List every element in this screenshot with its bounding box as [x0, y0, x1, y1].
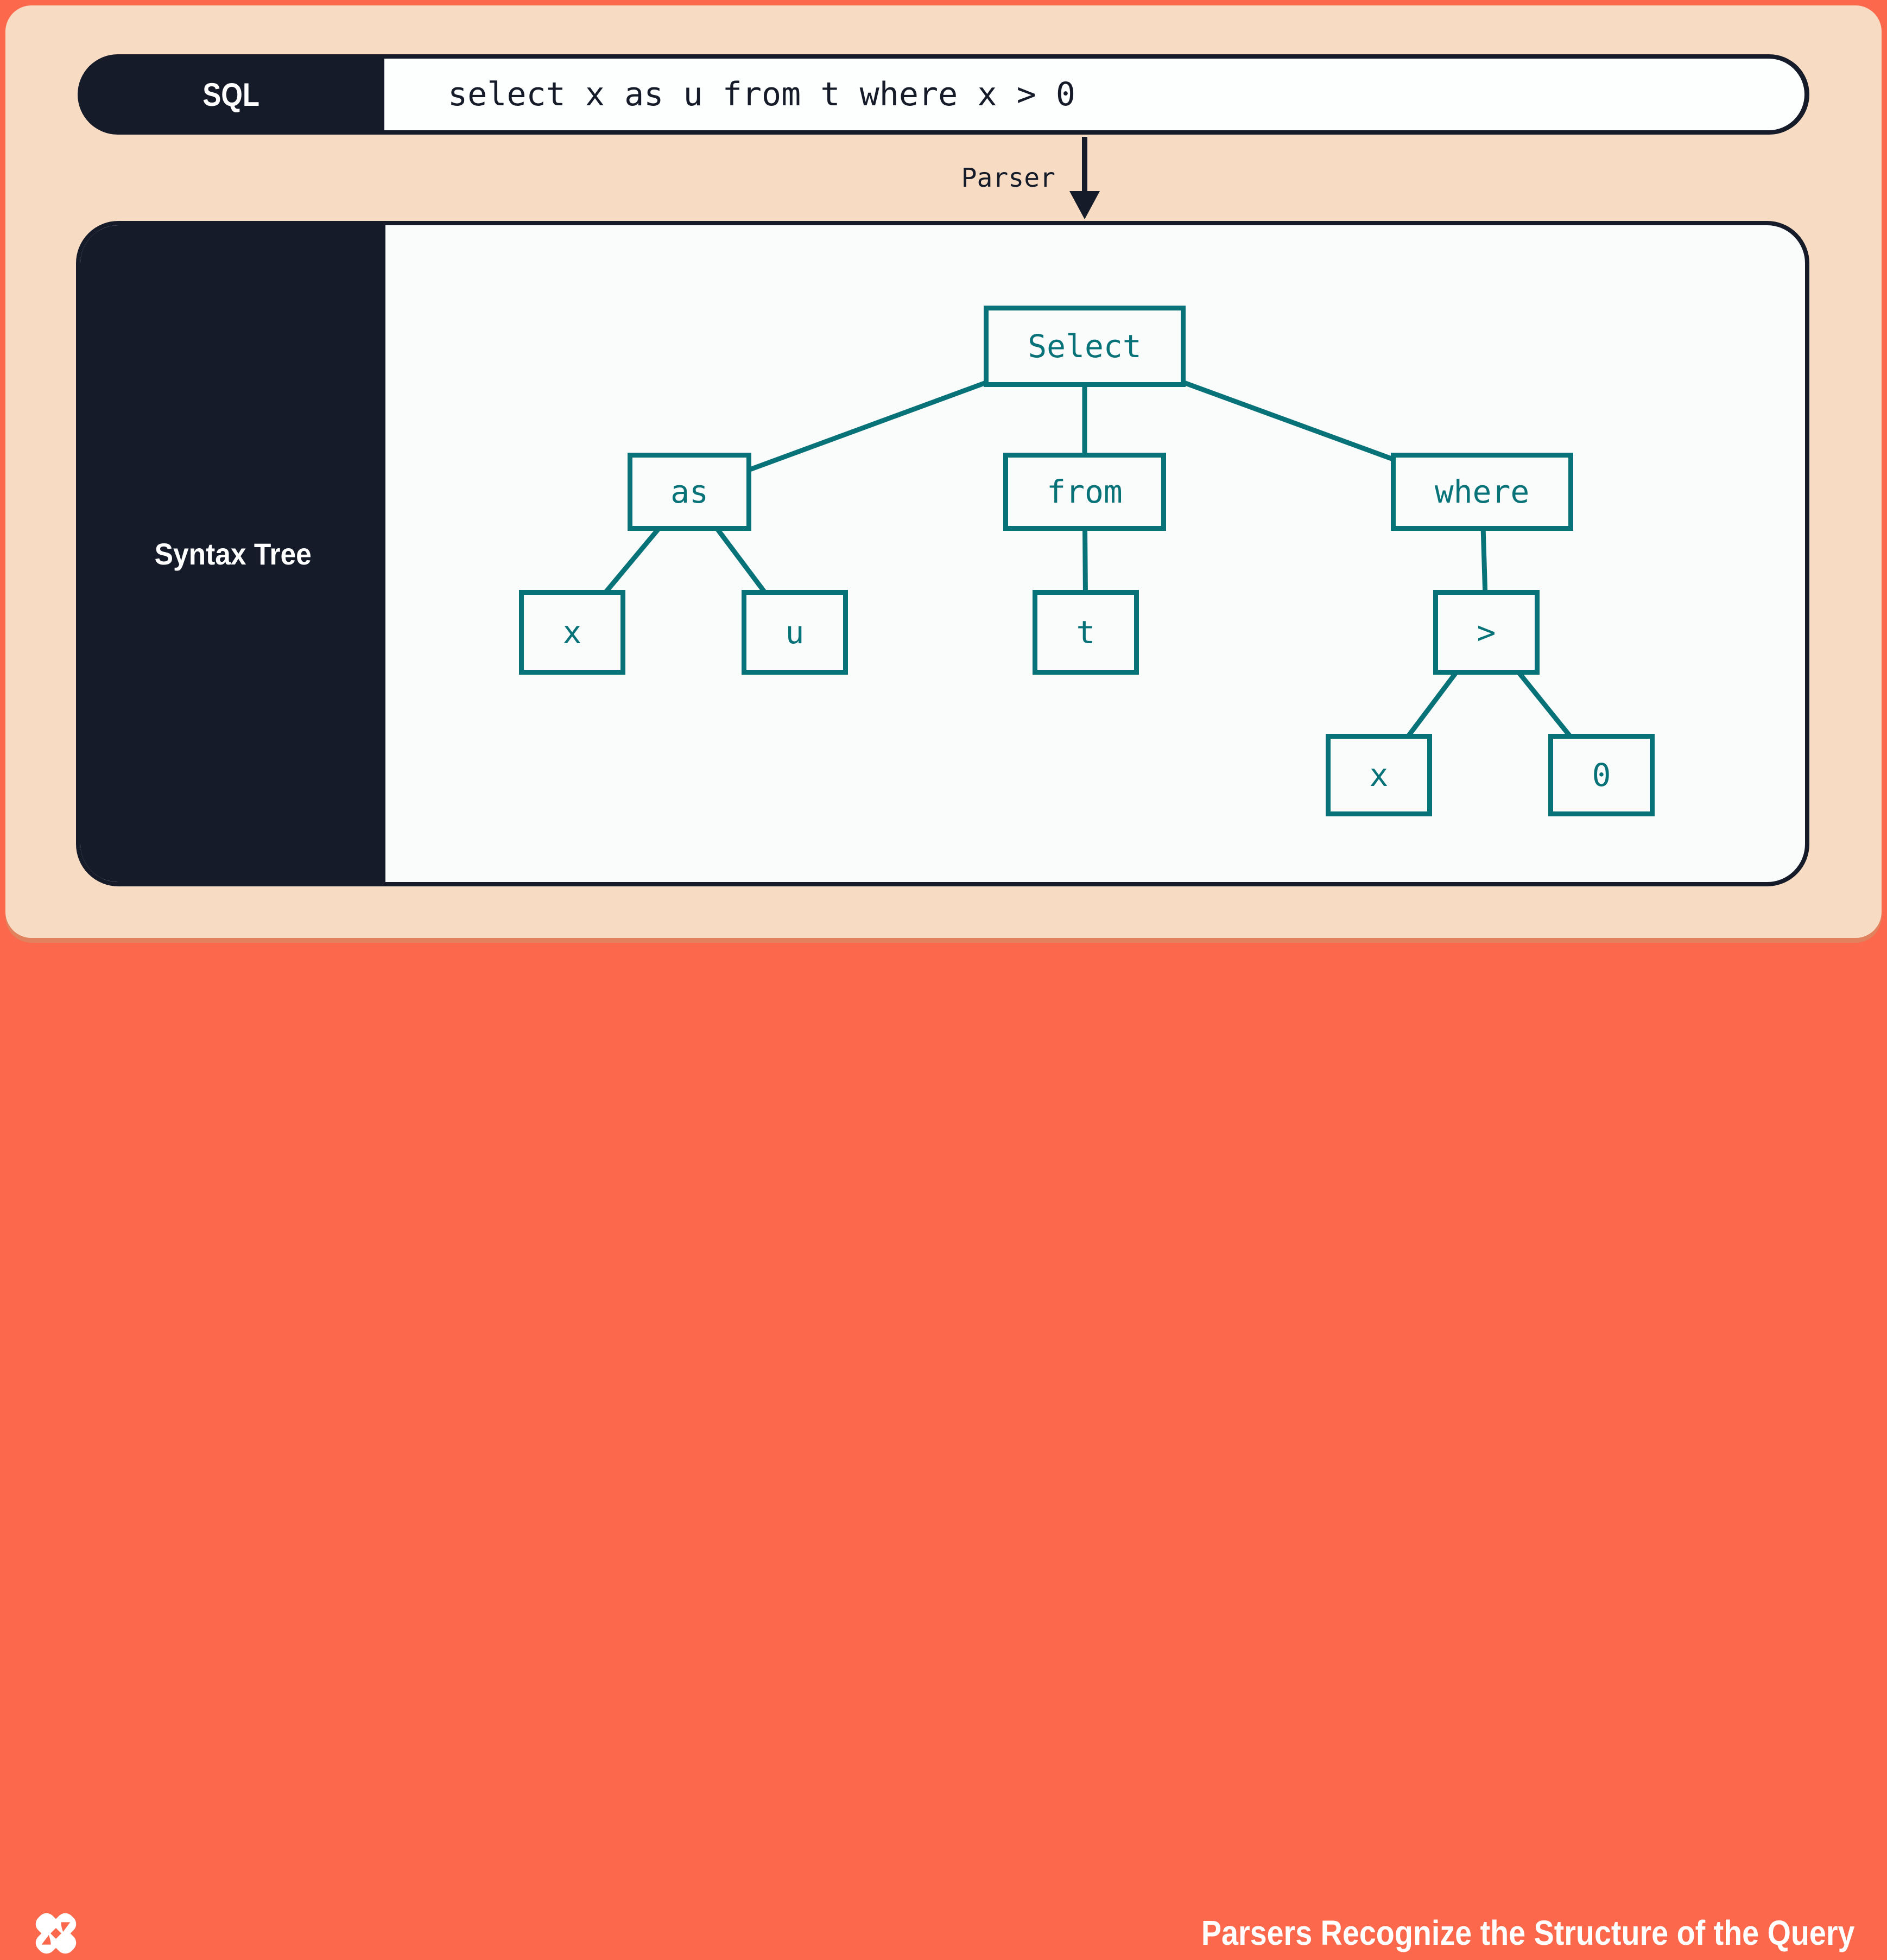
sql-query-box: select x as u from t where x > 0 [384, 59, 1804, 130]
tree-node-where: where [1391, 453, 1573, 531]
tree-node-from: from [1003, 453, 1166, 531]
sql-query-text: select x as u from t where x > 0 [448, 75, 1075, 113]
tree-node-u: u [742, 590, 848, 675]
footer-bar: Parsers Recognize the Structure of the Q… [0, 938, 1887, 1954]
tree-node-select: Select [984, 306, 1186, 387]
syntax-tree-label: Syntax Tree [154, 536, 312, 571]
syntax-tree-sidebar: Syntax Tree [80, 225, 385, 882]
dolt-logo-icon [35, 1913, 77, 1954]
sql-input-bar: SQL select x as u from t where x > 0 [78, 54, 1809, 135]
tree-node-t: t [1033, 590, 1139, 675]
parser-step-label: Parser [961, 163, 1055, 193]
tree-node-x2: x [1326, 734, 1432, 816]
tree-node-zero: 0 [1548, 734, 1655, 816]
sql-label-text: SQL [202, 76, 259, 113]
sql-label: SQL [78, 54, 384, 135]
tree-node-x1: x [519, 590, 625, 675]
slide: SQL select x as u from t where x > 0 Par… [0, 5, 1887, 1954]
tree-node-as: as [628, 453, 751, 531]
tree-node-gt: > [1433, 590, 1540, 675]
slide-title: Parsers Recognize the Structure of the Q… [1201, 1913, 1854, 1952]
